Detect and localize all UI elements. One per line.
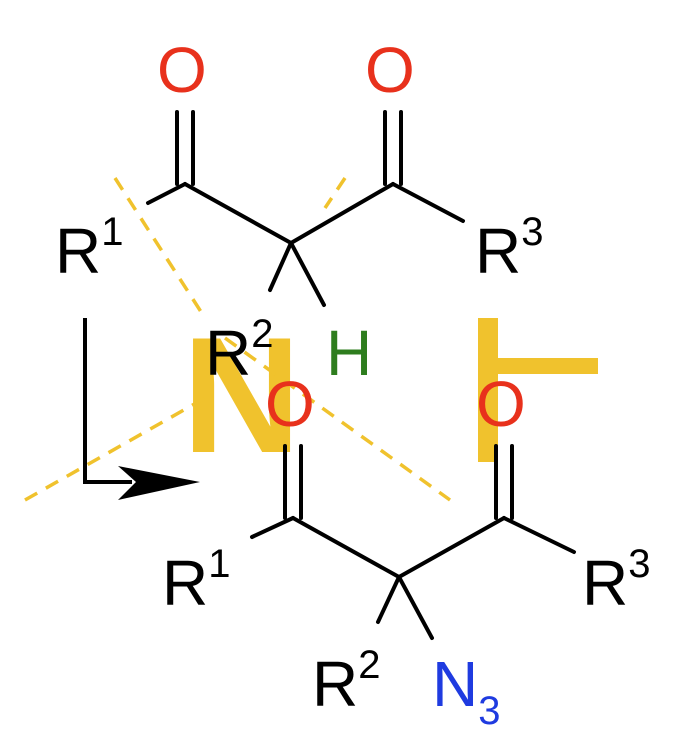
azide-group: N3 [432,648,500,733]
bond-r3 [502,516,576,554]
dashed-cleavage-line [113,177,207,319]
bond-r2 [268,241,293,292]
r2-group: R2 [312,643,380,720]
reactant-molecule: O O R1 R3 R2 H [55,34,543,389]
bond [289,182,395,245]
bond [183,182,293,245]
dashed-cleavage-line [323,177,347,209]
oxygen-atom: O [476,368,526,440]
hydrogen-atom: H [326,317,372,389]
nh-overlay: N [24,177,598,502]
arrow-head [118,466,200,500]
bond-h [289,241,326,307]
r3-group: R3 [475,210,543,287]
reaction-arrow [83,318,200,500]
r3-group: R3 [582,542,650,619]
bond [291,516,401,579]
r2-group: R2 [205,312,273,389]
overlay-h-crossbar [480,358,598,374]
overlay-n-letter: N [182,303,301,487]
arrow-shaft [83,318,132,484]
overlay-h-left-stem [478,318,498,462]
r1-group: R1 [55,210,123,287]
bond-n3 [397,575,434,640]
oxygen-atom: O [265,368,315,440]
dashed-cleavage-line [24,396,206,502]
product-molecule: O O R1 R3 R2 N3 [162,368,650,733]
bond [397,516,506,579]
r1-group: R1 [162,542,230,619]
bond-r1 [250,516,295,539]
oxygen-atom: O [157,34,207,106]
bond-r2 [376,575,401,624]
oxygen-atom: O [365,34,415,106]
bond-r1 [146,182,187,205]
bond-r3 [391,182,465,223]
